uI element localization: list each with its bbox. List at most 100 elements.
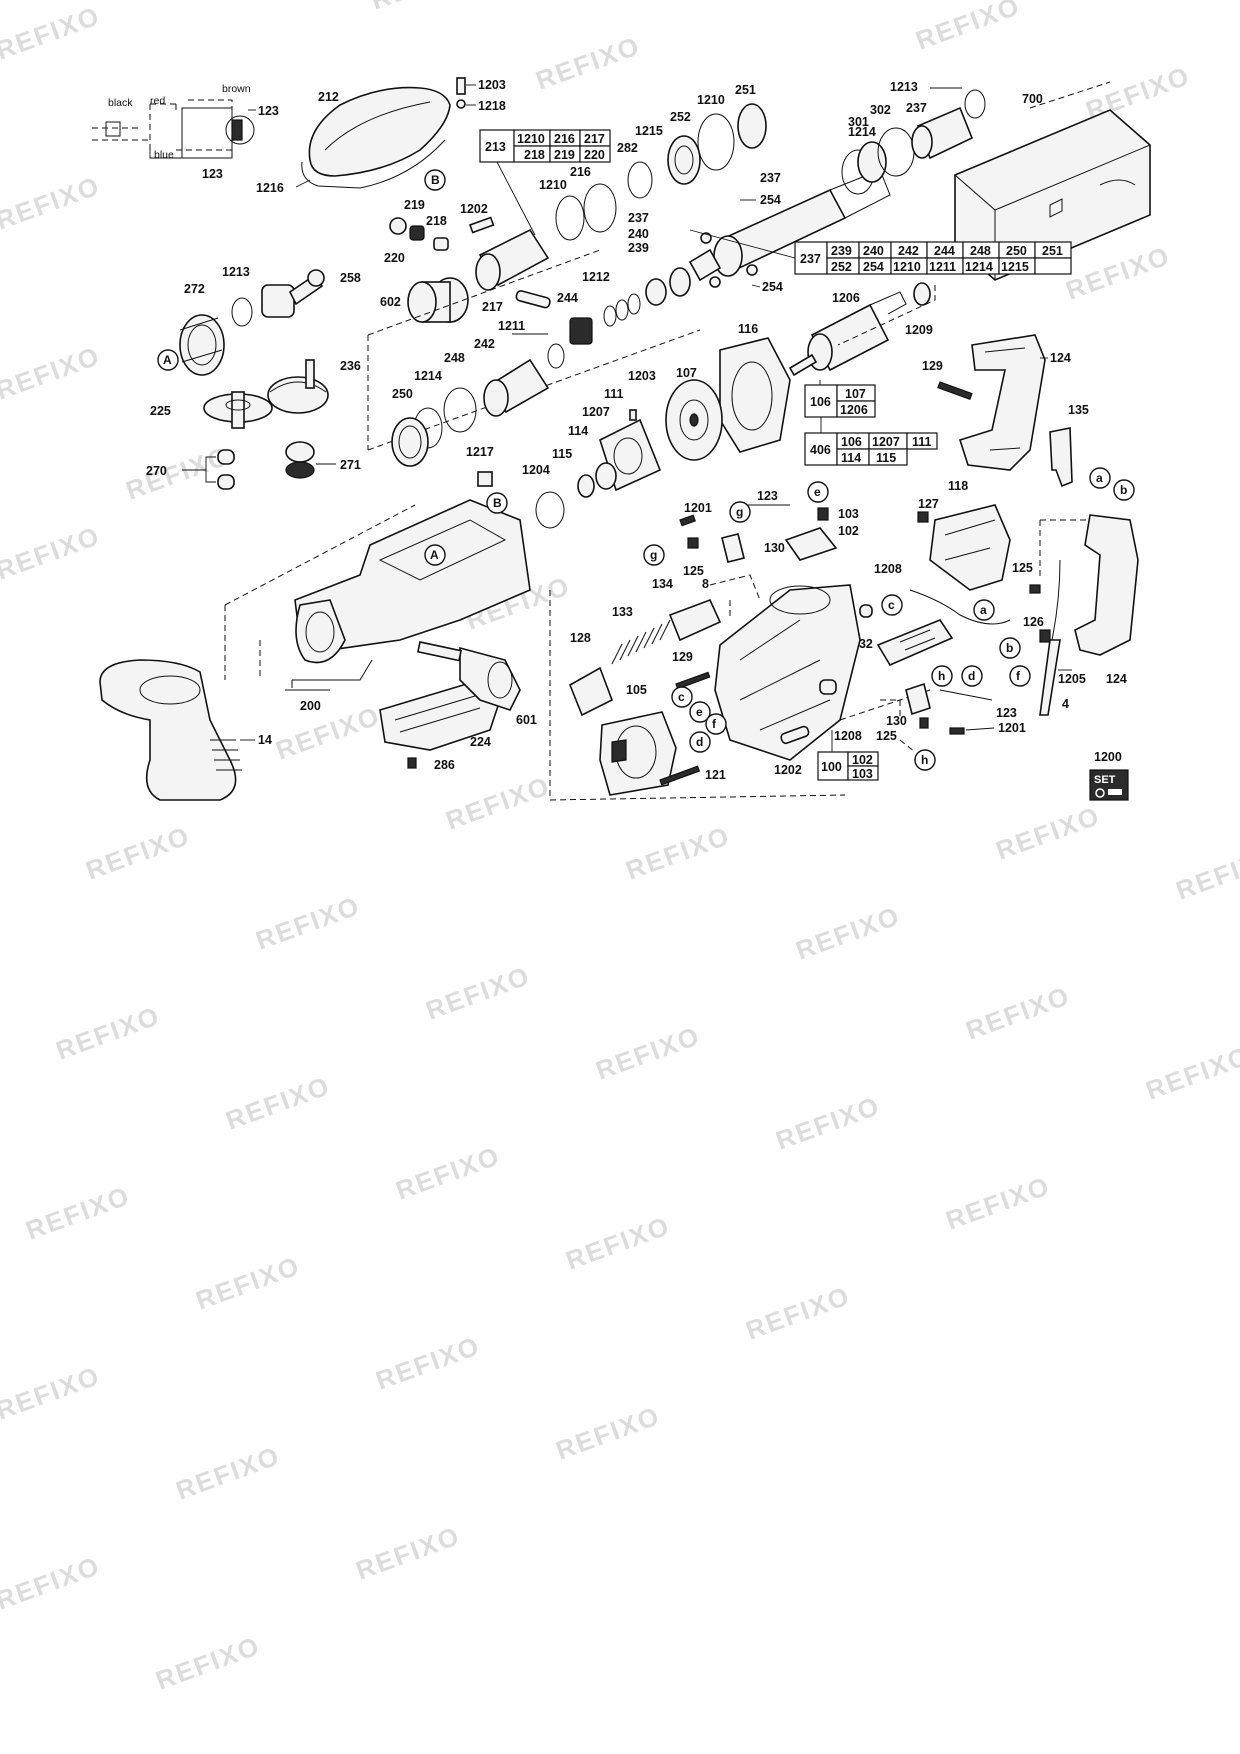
callout-circle-d2 <box>689 731 711 753</box>
watermark: REFIXO <box>272 700 384 765</box>
part-label: 272 <box>184 282 205 296</box>
watermark: REFIXO <box>352 1520 464 1585</box>
kit-item: 102 <box>852 753 873 767</box>
field-winding <box>611 739 627 763</box>
part-label: 286 <box>434 758 455 772</box>
housing-118-detail <box>944 519 996 561</box>
side-handle-clamp <box>139 675 201 705</box>
screw-125a <box>1029 584 1041 594</box>
bottom-cover-group: 224 286 601 <box>379 641 537 772</box>
wiring-motor-symbol <box>225 115 255 145</box>
part-label: 236 <box>340 359 361 373</box>
ring-1213b <box>231 297 253 327</box>
part-label: 1201 <box>998 721 1026 735</box>
part-label: 115 <box>552 447 572 461</box>
part-label: 237 <box>760 171 781 185</box>
screw-121 <box>659 765 701 786</box>
watermark: REFIXO <box>792 900 904 965</box>
part-label: 237 <box>628 211 649 225</box>
part-label: 218 <box>426 214 447 228</box>
part-label: 125 <box>1012 561 1033 575</box>
part-1208a <box>859 604 873 618</box>
part-label: 270 <box>146 464 167 478</box>
part-label: 248 <box>444 351 465 365</box>
bearing-270a <box>217 449 235 465</box>
ring-251 <box>737 103 767 149</box>
assembly-guide-line <box>880 699 916 753</box>
assembly-guide-line <box>837 285 936 346</box>
kit-item: 1207 <box>872 435 900 449</box>
gear-cover <box>308 86 451 177</box>
label-brown: brown <box>222 83 251 95</box>
handle-half-ribs <box>984 347 1026 451</box>
callout-circle-b <box>424 169 446 191</box>
part-label: 123 <box>996 706 1017 720</box>
leader-line <box>496 161 536 236</box>
callout-circle-c <box>881 594 903 616</box>
callout-circle-b2 <box>1113 479 1135 501</box>
gear-housing-nose <box>295 599 346 664</box>
gear-housing-bore <box>305 611 335 653</box>
kit-head: 406 <box>810 443 831 457</box>
side-handle-14 <box>99 659 237 801</box>
callout-circle-a2 <box>1089 467 1111 489</box>
kit-item: 111 <box>912 435 932 449</box>
brush-1201 <box>679 514 696 527</box>
kit-item: 244 <box>934 244 955 258</box>
ball-254b <box>746 264 758 276</box>
watermark: REFIXO <box>1172 840 1240 905</box>
watermark: REFIXO <box>962 980 1074 1045</box>
callout-circle-a <box>157 349 179 371</box>
ring-1211 <box>547 343 565 369</box>
kit-item: 251 <box>1042 244 1063 258</box>
callout-circle-f <box>1009 665 1031 687</box>
part-label: 239 <box>628 241 649 255</box>
electronics-wiring <box>909 589 1011 625</box>
part-label: 114 <box>568 424 588 438</box>
callout-letter: A <box>163 353 172 367</box>
case-latch <box>1049 198 1063 218</box>
part-label: 1213 <box>222 265 250 279</box>
tool-shank-shaft <box>416 641 463 662</box>
callout-letter: e <box>696 705 703 719</box>
o-ring <box>583 183 617 233</box>
callout-circle-h <box>931 665 953 687</box>
ring-1213 <box>964 89 986 119</box>
callout-letter: d <box>968 669 975 683</box>
motor-housing-group: 1208 1202 100 102 103 130 125 123 1201 h <box>714 584 1026 781</box>
kit-item: 114 <box>841 451 861 465</box>
callout-letter: B <box>431 173 440 187</box>
clutch-group: 1210 216 282 1215 252 1210 251 1202 219 … <box>380 83 767 345</box>
callout-circle-b3 <box>999 637 1021 659</box>
part-label: 125 <box>683 564 704 578</box>
side-handle-grip <box>210 739 242 771</box>
part-label: 1216 <box>256 181 284 195</box>
part-label: 251 <box>735 83 756 97</box>
pin-217 <box>515 290 551 309</box>
o-ring <box>627 161 653 199</box>
cable-sleeve-4 <box>1039 639 1061 716</box>
leader-line <box>295 179 311 188</box>
locking-ring-240 <box>688 248 722 282</box>
bearing-271 <box>285 441 315 463</box>
watermark: REFIXO <box>52 1000 164 1065</box>
part-label: 123 <box>202 167 223 181</box>
brush-holder-130 <box>721 533 745 563</box>
part-label: 216 <box>570 165 591 179</box>
watermark: REFIXO <box>562 1210 674 1275</box>
plug-128 <box>568 666 614 717</box>
watermark: REFIXO <box>992 800 1104 865</box>
part-label: 8 <box>702 577 709 591</box>
part-label: 123 <box>757 489 778 503</box>
callout-letter: e <box>814 485 821 499</box>
kit-item: 1210 <box>893 260 921 274</box>
blue-wire <box>149 150 185 159</box>
o-ring <box>697 113 735 171</box>
part-label: 105 <box>626 683 647 697</box>
gear-housing-group: A B 200 <box>224 492 531 713</box>
kit-box-cell <box>906 432 938 450</box>
screw-127 <box>917 511 929 523</box>
part-1208b <box>819 679 837 695</box>
part-label: 601 <box>516 713 537 727</box>
callout-letter: h <box>921 753 928 767</box>
